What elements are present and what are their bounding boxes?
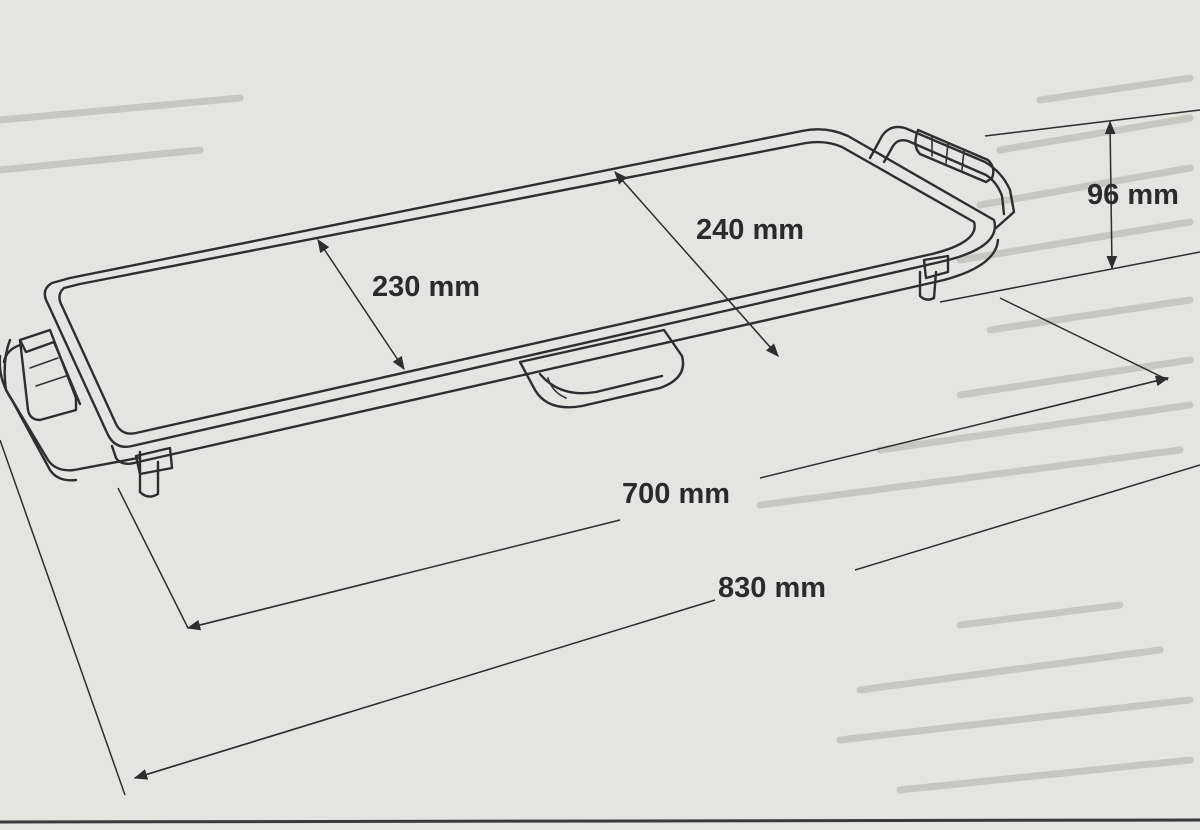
label-total-length: 830 mm [718, 572, 826, 604]
bleed-through-background [0, 74, 1194, 794]
griddle-illustration [0, 125, 1016, 498]
left-base-rail [3, 338, 140, 472]
right-handle-grip [914, 128, 995, 184]
cooking-plate [58, 140, 976, 435]
griddle-feet [134, 254, 950, 498]
label-height: 96 mm [1087, 179, 1179, 211]
page-edge [0, 818, 1200, 824]
right-handle [868, 125, 1016, 230]
tray-outer-rim [43, 128, 997, 449]
dim-line-height [1104, 120, 1118, 270]
label-plate-length: 700 mm [622, 478, 730, 510]
dim-line-plate-width [317, 238, 405, 371]
dimension-lines [0, 109, 1200, 796]
label-plate-depth: 240 mm [696, 214, 804, 246]
temperature-control-box [18, 328, 78, 422]
front-handle [518, 328, 685, 409]
label-plate-width: 230 mm [372, 271, 480, 303]
dim-line-plate-depth [614, 170, 779, 358]
power-cord [2, 343, 22, 364]
dim-line-total-length [134, 464, 1200, 779]
